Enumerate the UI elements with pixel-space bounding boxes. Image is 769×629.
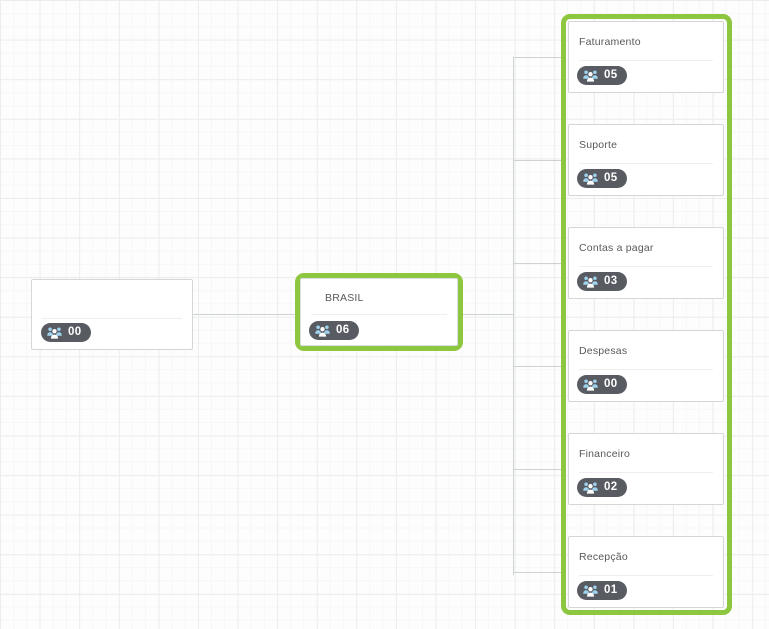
node-brasil-separator (311, 314, 447, 315)
connector-trunk-vertical (513, 57, 514, 575)
node-child-2-separator (579, 163, 713, 164)
connector-root-to-brasil (192, 314, 296, 315)
node-child-3-member-badge[interactable]: 03 (577, 272, 628, 291)
node-child-6[interactable]: Recepção 01 (568, 536, 724, 608)
node-child-4-separator (579, 369, 713, 370)
connector-trunk-to-child-1 (513, 57, 565, 58)
node-child-1-title: Faturamento (579, 36, 641, 48)
users-group-icon (583, 378, 598, 391)
node-child-3-separator (579, 266, 713, 267)
node-child-3-member-count: 03 (604, 274, 618, 287)
node-child-5-separator (579, 472, 713, 473)
connector-trunk-to-child-4 (513, 366, 565, 367)
users-group-icon (583, 69, 598, 82)
users-group-icon (583, 275, 598, 288)
node-brasil-member-count: 06 (336, 323, 350, 336)
node-child-5[interactable]: Financeiro 02 (568, 433, 724, 505)
node-child-1-separator (579, 60, 713, 61)
node-child-4-member-badge[interactable]: 00 (577, 375, 628, 394)
connector-trunk-to-child-6 (513, 572, 565, 573)
connector-trunk-to-child-2 (513, 160, 565, 161)
node-root-member-badge[interactable]: 00 (41, 323, 92, 342)
node-root[interactable]: 00 (31, 279, 193, 350)
connector-trunk-to-child-3 (513, 263, 565, 264)
node-child-2[interactable]: Suporte 05 (568, 124, 724, 196)
node-child-6-member-count: 01 (604, 583, 618, 596)
node-child-4-member-count: 00 (604, 377, 618, 390)
users-group-icon (47, 326, 62, 339)
users-group-icon (583, 172, 598, 185)
node-brasil[interactable]: BRASIL 06 (300, 278, 458, 346)
node-child-5-title: Financeiro (579, 448, 631, 460)
node-child-2-member-count: 05 (604, 171, 618, 184)
users-group-icon (583, 584, 598, 597)
node-child-1-member-count: 05 (604, 68, 618, 81)
node-child-6-title: Recepção (579, 551, 628, 563)
node-child-6-member-badge[interactable]: 01 (577, 581, 628, 600)
node-child-5-member-count: 02 (604, 480, 618, 493)
node-child-2-member-badge[interactable]: 05 (577, 169, 628, 188)
node-child-1-member-badge[interactable]: 05 (577, 66, 628, 85)
node-child-3-title: Contas a pagar (579, 242, 654, 254)
node-root-member-count: 00 (68, 325, 82, 338)
node-brasil-title: BRASIL (325, 292, 364, 304)
node-child-2-title: Suporte (579, 139, 618, 151)
node-child-5-member-badge[interactable]: 02 (577, 478, 628, 497)
node-child-1[interactable]: Faturamento 05 (568, 21, 724, 93)
children-group-selection-ring[interactable] (561, 14, 732, 615)
node-child-3[interactable]: Contas a pagar 03 (568, 227, 724, 299)
connector-brasil-to-trunk (462, 314, 514, 315)
node-root-separator (42, 318, 182, 319)
users-group-icon (583, 481, 598, 494)
node-child-4[interactable]: Despesas 00 (568, 330, 724, 402)
node-child-6-separator (579, 575, 713, 576)
node-child-4-title: Despesas (579, 345, 628, 357)
connector-trunk-to-child-5 (513, 469, 565, 470)
node-brasil-member-badge[interactable]: 06 (309, 321, 360, 340)
users-group-icon (315, 324, 330, 337)
